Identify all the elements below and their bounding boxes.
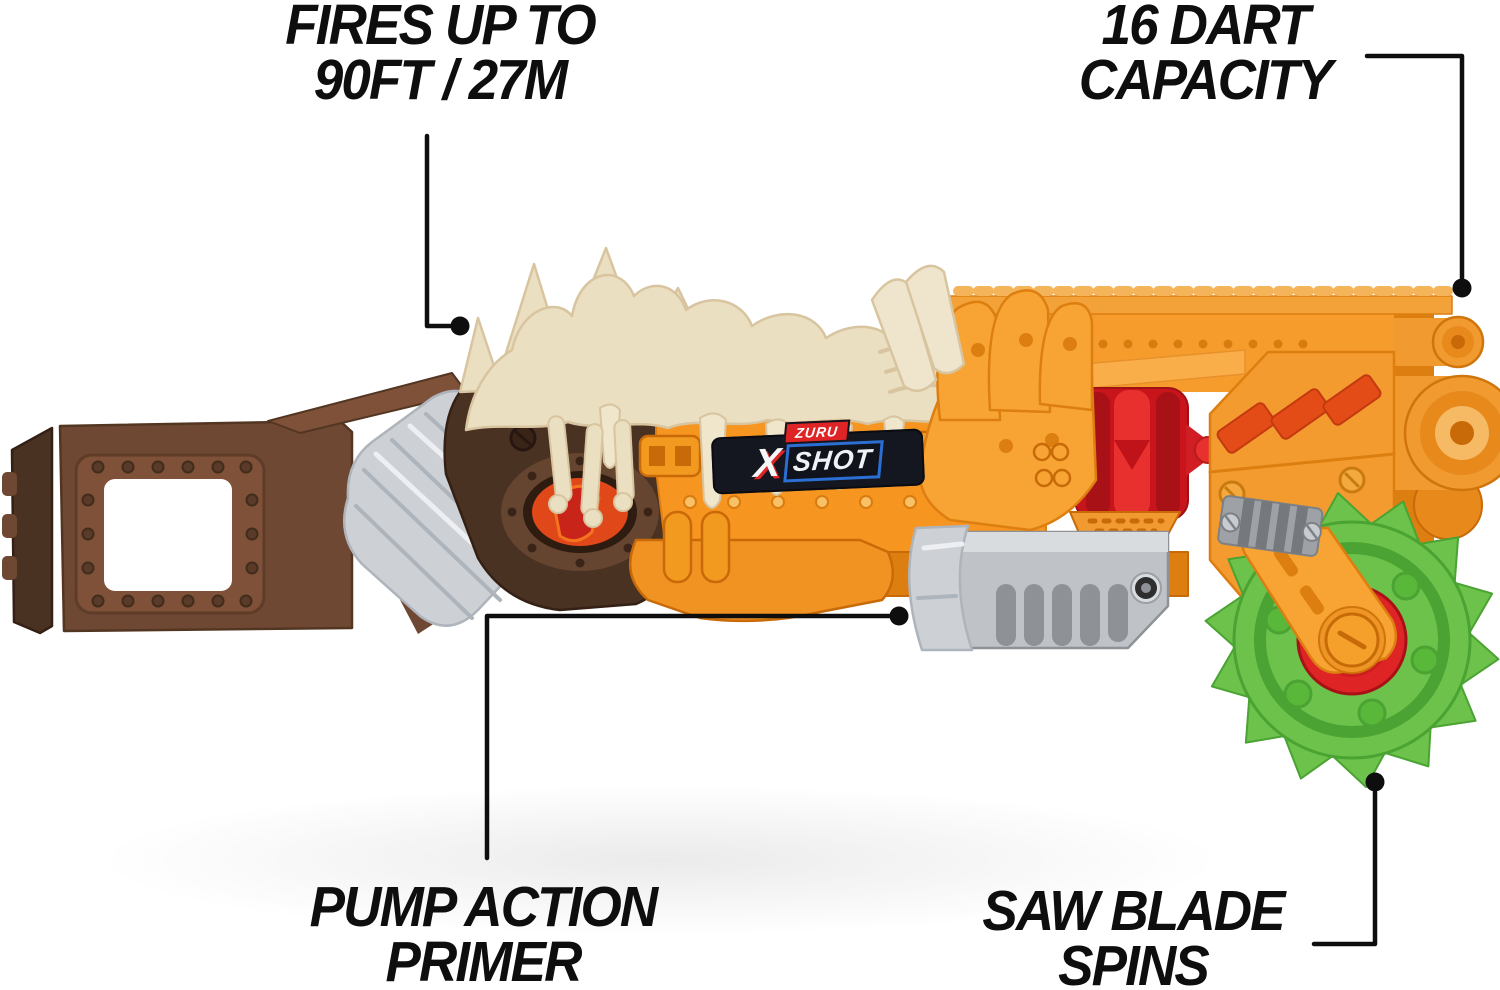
callout-pump-line2: PRIMER [385,930,582,990]
callout-range: FIRES UP TO 90FT / 27M [245,0,636,109]
callout-saw: SAW BLADE SPINS [947,879,1319,990]
callout-range-line2: 90FT / 27M [313,48,568,113]
saw-arm [1217,495,1398,674]
callout-line-capacity [1364,53,1465,281]
callout-dot [450,316,470,336]
xshot-logo: ZURU X SHOT [710,419,926,495]
callout-capacity-line1: 16 DART [1101,0,1311,57]
callout-line-pump [484,613,893,861]
callout-saw-line1: SAW BLADE [982,879,1285,943]
callout-saw-line2: SPINS [1058,934,1210,990]
callout-lines [424,53,1472,947]
muzzle-barrels [1394,315,1500,540]
callout-dot [1452,278,1472,298]
callout-range-line1: FIRES UP TO [285,0,596,57]
callout-line-range [424,133,453,329]
bone-claw [870,264,966,393]
pump-grip [908,524,1170,652]
zuru-badge: ZURU [783,419,851,445]
logo-x-letter: X [752,440,783,486]
picatinny-rail-block [1217,495,1324,557]
dart-drum [1069,387,1236,541]
callout-pump: PUMP ACTION PRIMER [297,875,669,990]
callout-dot [1365,772,1385,792]
callout-pump-line1: PUMP ACTION [309,875,659,939]
callout-dot [889,606,909,626]
logo-shot-word: SHOT [783,439,884,483]
callout-capacity-line2: CAPACITY [1078,48,1333,113]
wing-armor [870,264,1098,532]
callout-capacity: 16 DART CAPACITY [1014,0,1395,109]
floor-shadow [0,740,1500,990]
callout-line-saw [1311,789,1378,947]
